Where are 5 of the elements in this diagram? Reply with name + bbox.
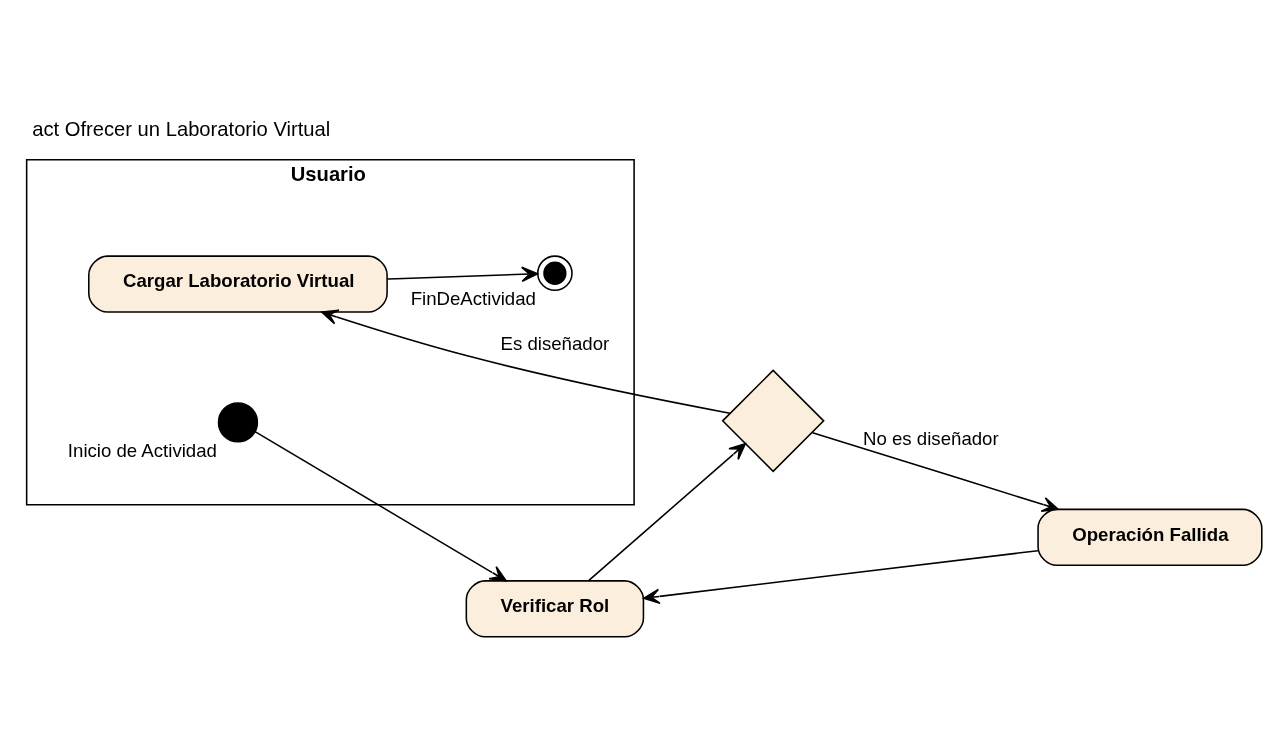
diagram-title: act Ofrecer un Laboratorio Virtual bbox=[32, 117, 331, 140]
edge-label: Es diseñador bbox=[500, 332, 610, 354]
node-label: FinDeActividad bbox=[410, 287, 536, 309]
edge-label: No es diseñador bbox=[863, 427, 999, 449]
node-label: Inicio de Actividad bbox=[67, 439, 217, 461]
